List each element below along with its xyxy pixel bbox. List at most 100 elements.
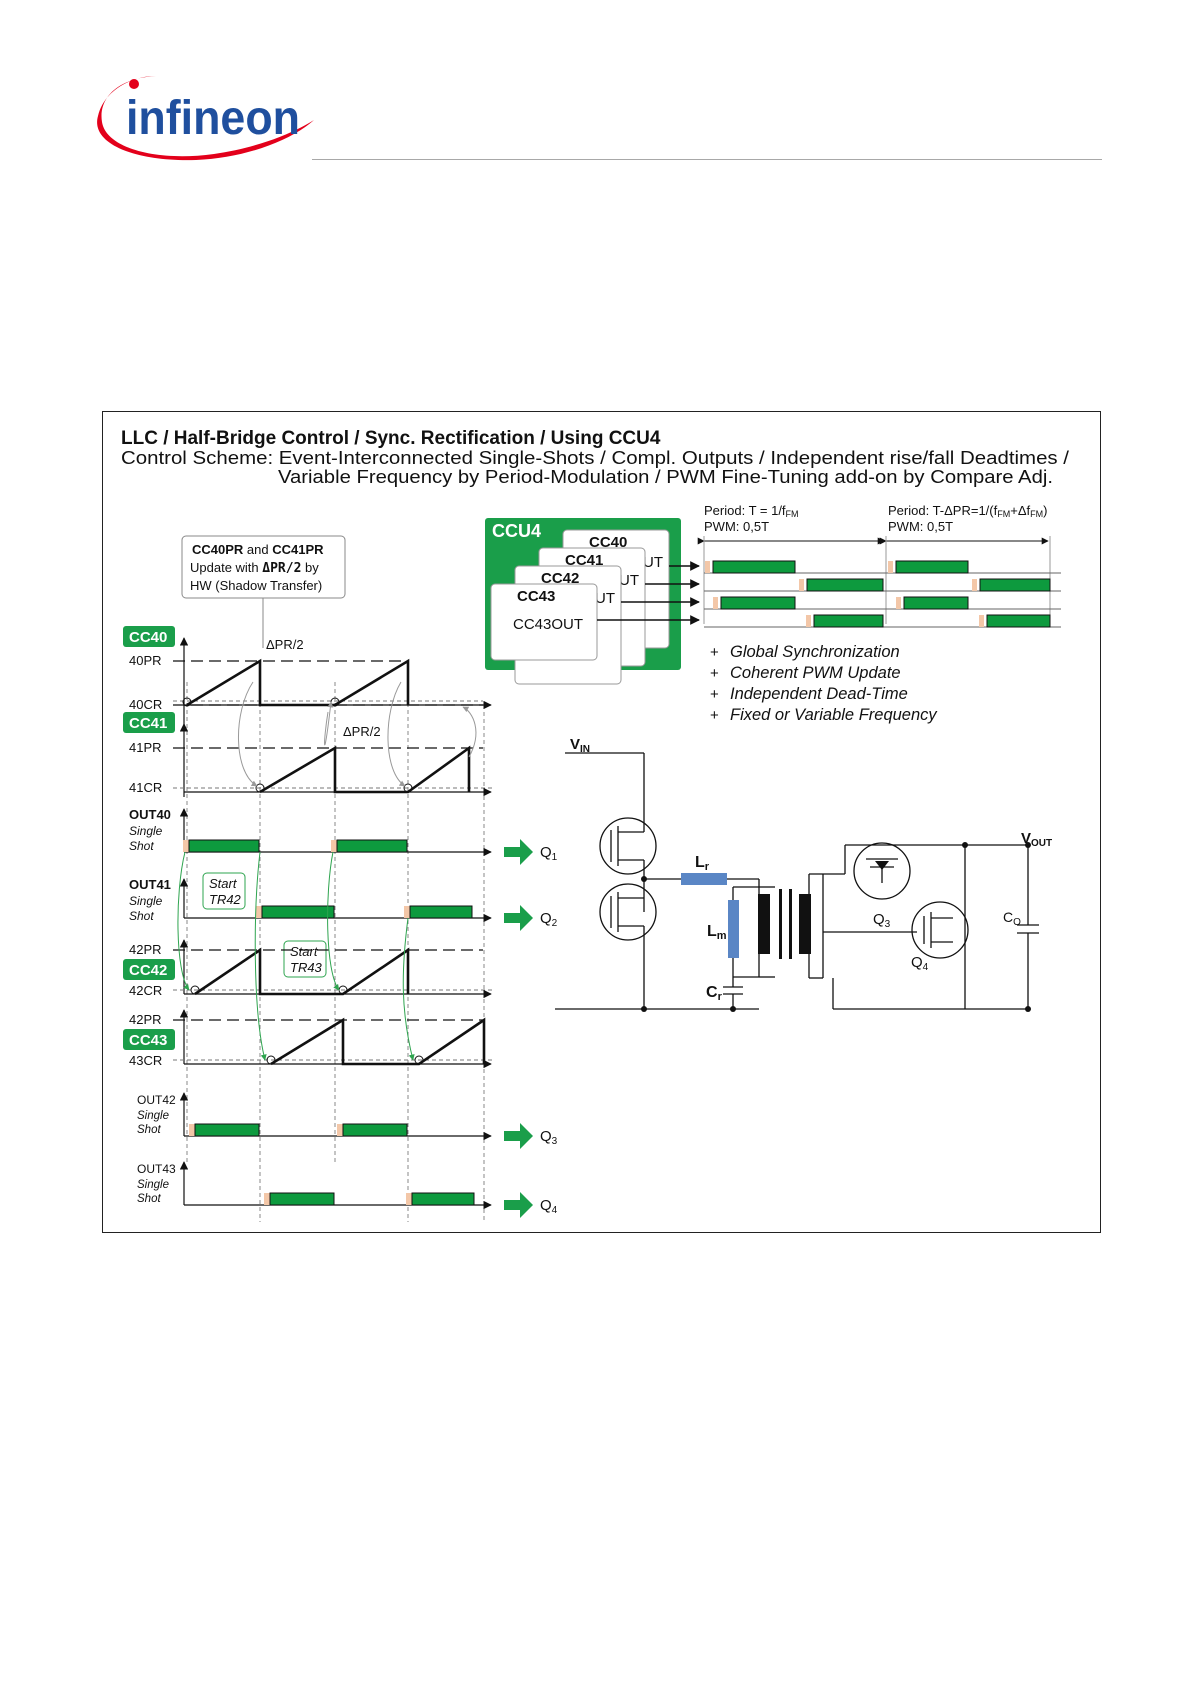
- svg-text:+: +: [710, 665, 719, 682]
- out41-timing: OUT41 Single Shot Start TR42: [129, 872, 492, 923]
- cc43-timing: 42PR CC43 43CR: [123, 1009, 493, 1069]
- label-q4: Q: [911, 954, 923, 971]
- out43-label: OUT43: [137, 1162, 176, 1176]
- svg-text:Lm: Lm: [707, 923, 727, 942]
- out40-single: Single: [129, 824, 163, 838]
- figure-subtitle-line2: Variable Frequency by Period-Modulation …: [278, 466, 1053, 487]
- cc43-badge: CC43: [129, 1032, 167, 1049]
- delta-pr-label-2: ΔPR/2: [343, 724, 381, 739]
- period-right-sub1: FM: [997, 509, 1010, 519]
- label-lr-sub: r: [705, 861, 710, 873]
- svg-text:VIN: VIN: [570, 736, 590, 755]
- out40-timing: OUT40 Single Shot: [129, 807, 492, 857]
- header-rule: [312, 159, 1102, 160]
- cc42-badge: CC42: [129, 962, 167, 979]
- label-vin-sub: IN: [580, 744, 590, 755]
- cc42-timing: Start TR43 42PR CC42 42CR: [123, 939, 493, 999]
- label-lm: L: [707, 923, 717, 940]
- svg-text:+: +: [710, 707, 719, 724]
- arrow-q3: [504, 1123, 533, 1149]
- out40-shot: Shot: [129, 839, 154, 853]
- inductor-lr: [681, 873, 727, 885]
- logo-wordmark: infineon: [126, 92, 300, 145]
- cc41-pr: 41PR: [129, 740, 162, 755]
- svg-text:Period: T = 1/fFM: Period: T = 1/fFM: [704, 503, 799, 519]
- note-update: Update with: [190, 560, 262, 575]
- out-q4: Q: [540, 1197, 552, 1214]
- arrow-q2: [504, 905, 533, 931]
- ccu4-out-cc42: UT: [595, 590, 615, 607]
- transformer-core-mid2: [789, 889, 792, 959]
- svg-text:Q1: Q1: [540, 844, 558, 863]
- period-right-b: +Δf: [1010, 503, 1030, 518]
- cc42-cr: 42CR: [129, 983, 162, 998]
- period-right-c: ): [1043, 503, 1047, 518]
- output-arrows: [504, 839, 533, 1218]
- cc40-pr: 40PR: [129, 653, 162, 668]
- transformer-core-left: [758, 894, 770, 954]
- cc40-cr: 40CR: [129, 697, 162, 712]
- arrow-q1: [504, 839, 533, 865]
- llc-circuit-schematic: [555, 752, 1039, 1010]
- ccu4-slice-cc41: CC41: [565, 552, 603, 569]
- label-lr: L: [695, 854, 705, 871]
- period-left-pwm: PWM: 0,5T: [704, 519, 769, 534]
- out41-single: Single: [129, 894, 163, 908]
- cc43-pr: 42PR: [129, 1012, 162, 1027]
- figure-title: LLC / Half-Bridge Control / Sync. Rectif…: [121, 428, 661, 449]
- note-box: CC40PR and CC41PR Update with ΔPR/2 by H…: [181, 535, 346, 599]
- period-left: Period: T = 1/f: [704, 503, 786, 518]
- out-q4-sub: 4: [552, 1205, 558, 1216]
- ccu4-label: CCU4: [492, 521, 541, 541]
- arrow-q4: [504, 1192, 533, 1218]
- event-link-arrows: [177, 851, 415, 1061]
- ccu4-slice-cc40: CC40: [589, 534, 627, 551]
- feature-list: + Global Synchronization + Coherent PWM …: [710, 643, 938, 724]
- out41-shot: Shot: [129, 909, 154, 923]
- label-q3-sub: 3: [885, 919, 891, 930]
- svg-text:+: +: [710, 644, 719, 661]
- svg-text:Q4: Q4: [540, 1197, 558, 1216]
- out-q1: Q: [540, 844, 552, 861]
- out42-single: Single: [137, 1110, 169, 1122]
- cc41-badge: CC41: [129, 715, 167, 732]
- svg-text:Period: T-ΔPR=1/(fFM+ΔfFM): Period: T-ΔPR=1/(fFM+ΔfFM): [888, 503, 1047, 519]
- cc41-timing: CC41 41PR 41CR ΔPR/2: [123, 712, 493, 797]
- label-cr-sub: r: [718, 991, 723, 1003]
- period-right: Period: T-ΔPR=1/(f: [888, 503, 998, 518]
- ccu4-block: CCU4 CC40 UT CC41 UT CC42 UT CC43 CC43OU…: [485, 518, 681, 685]
- feature-1: Global Synchronization: [730, 643, 900, 661]
- svg-text:Q3: Q3: [873, 911, 891, 930]
- label-q4-sub: 4: [923, 962, 929, 973]
- label-vout-sub: OUT: [1031, 838, 1052, 849]
- ccu4-output-waveforms: [704, 560, 1061, 628]
- out-q2: Q: [540, 910, 552, 927]
- period-right-pwm: PWM: 0,5T: [888, 519, 953, 534]
- svg-text:+: +: [710, 686, 719, 703]
- out42-label: OUT42: [137, 1093, 176, 1107]
- cc40-timing: CC40 40PR 40CR ΔPR/2: [123, 626, 492, 727]
- svg-text:Cr: Cr: [706, 984, 723, 1003]
- out40-label: OUT40: [129, 807, 171, 822]
- label-lm-sub: m: [717, 930, 727, 942]
- note-delta: ΔPR/2: [262, 561, 301, 576]
- note-cc41pr: CC41PR: [272, 542, 324, 557]
- logo-dot: [129, 79, 139, 89]
- feature-2: Coherent PWM Update: [730, 664, 901, 682]
- transformer-core-mid1: [779, 889, 782, 959]
- out43-timing: OUT43 Single Shot: [137, 1161, 492, 1210]
- out-q1-sub: 1: [552, 852, 558, 863]
- note-cc40pr: CC40PR: [192, 542, 244, 557]
- note-line3: HW (Shadow Transfer): [190, 578, 322, 593]
- out41-label: OUT41: [129, 877, 171, 892]
- inductor-lm: [728, 900, 739, 958]
- label-co-sub: O: [1013, 917, 1021, 928]
- cc42-pr: 42PR: [129, 942, 162, 957]
- out43-single: Single: [137, 1179, 169, 1191]
- start-tr43-line1: Start: [290, 944, 319, 959]
- svg-text:Q3: Q3: [540, 1128, 558, 1147]
- out-q3: Q: [540, 1128, 552, 1145]
- ccu4-out-cc40: UT: [643, 554, 663, 571]
- feature-3: Independent Dead-Time: [730, 685, 908, 703]
- svg-text:Update with ΔPR/2 by: Update with ΔPR/2 by: [190, 560, 319, 576]
